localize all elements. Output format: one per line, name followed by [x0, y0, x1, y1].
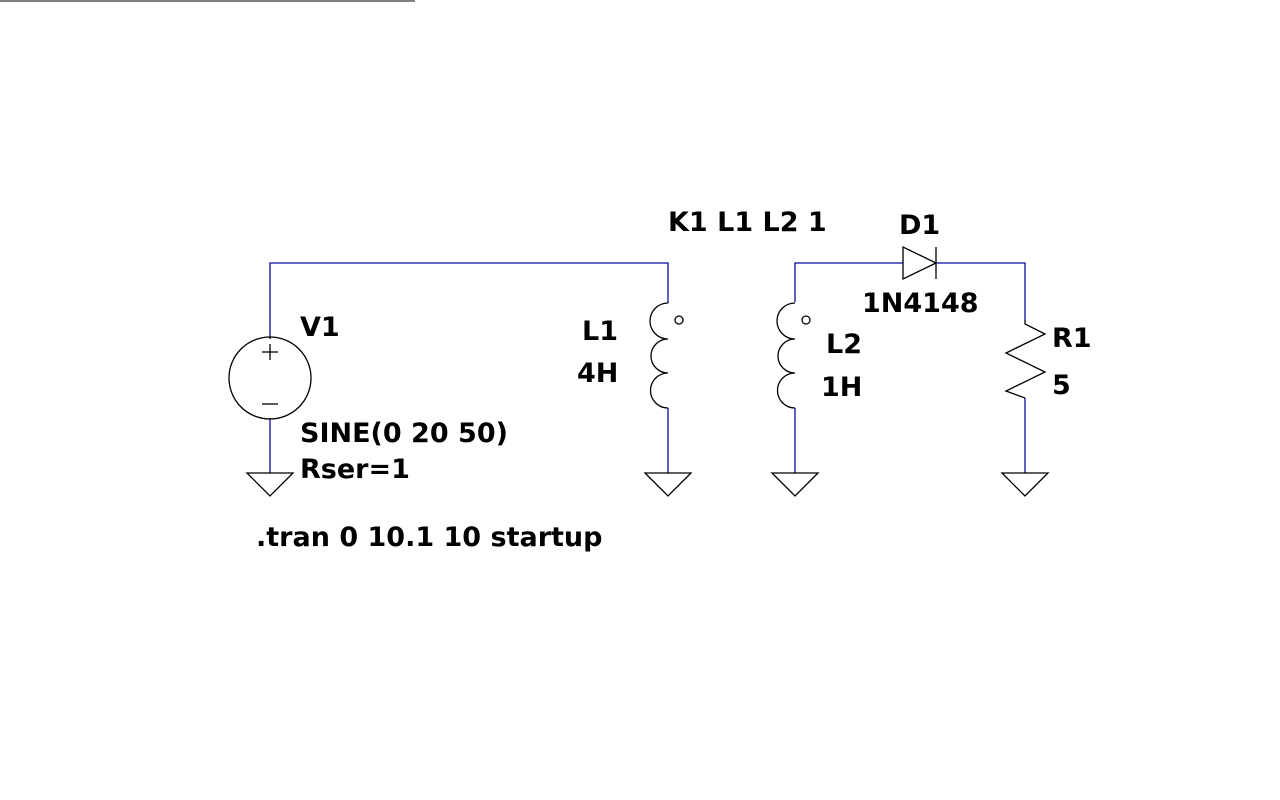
inductor-l1[interactable] [649, 302, 684, 409]
l2-value[interactable]: 1H [821, 372, 862, 403]
ground-icon[interactable] [770, 472, 820, 497]
inductor-coil-icon [649, 302, 669, 409]
l1-value[interactable]: 4H [577, 358, 618, 389]
source-circle-icon [228, 336, 312, 420]
resistor-name[interactable]: R1 [1052, 323, 1092, 354]
ground-icon[interactable] [245, 472, 295, 497]
ground-icon[interactable] [1000, 472, 1050, 497]
diode-model[interactable]: 1N4148 [862, 288, 979, 319]
wire-primary-top[interactable] [269, 262, 669, 336]
diode-triangle-icon [902, 245, 938, 281]
coupling-directive[interactable]: K1 L1 L2 1 [668, 207, 827, 238]
dot-polarity-icon [674, 315, 684, 325]
dot-polarity-icon [801, 315, 811, 325]
diode-name[interactable]: D1 [899, 210, 940, 241]
source-value-line1[interactable]: SINE(0 20 50) [300, 418, 508, 449]
resistor-r1[interactable] [1004, 320, 1047, 399]
inductor-coil-icon [776, 302, 796, 409]
resistor-zigzag-icon [1004, 320, 1047, 399]
ground-icon[interactable] [643, 472, 693, 497]
wire-diode-to-resistor[interactable] [937, 262, 1026, 320]
resistor-value[interactable]: 5 [1052, 370, 1071, 401]
diode-d1[interactable] [902, 245, 938, 281]
wires [269, 262, 1026, 473]
l2-name[interactable]: L2 [826, 329, 862, 360]
simulation-command[interactable]: .tran 0 10.1 10 startup [256, 522, 602, 553]
source-value-line2[interactable]: Rser=1 [300, 454, 410, 485]
wire-secondary-top[interactable] [794, 262, 903, 302]
voltage-source-v1[interactable] [228, 336, 312, 420]
source-name[interactable]: V1 [300, 312, 340, 343]
inductor-l2[interactable] [776, 302, 811, 409]
grounds [245, 472, 1050, 497]
l1-name[interactable]: L1 [582, 316, 618, 347]
